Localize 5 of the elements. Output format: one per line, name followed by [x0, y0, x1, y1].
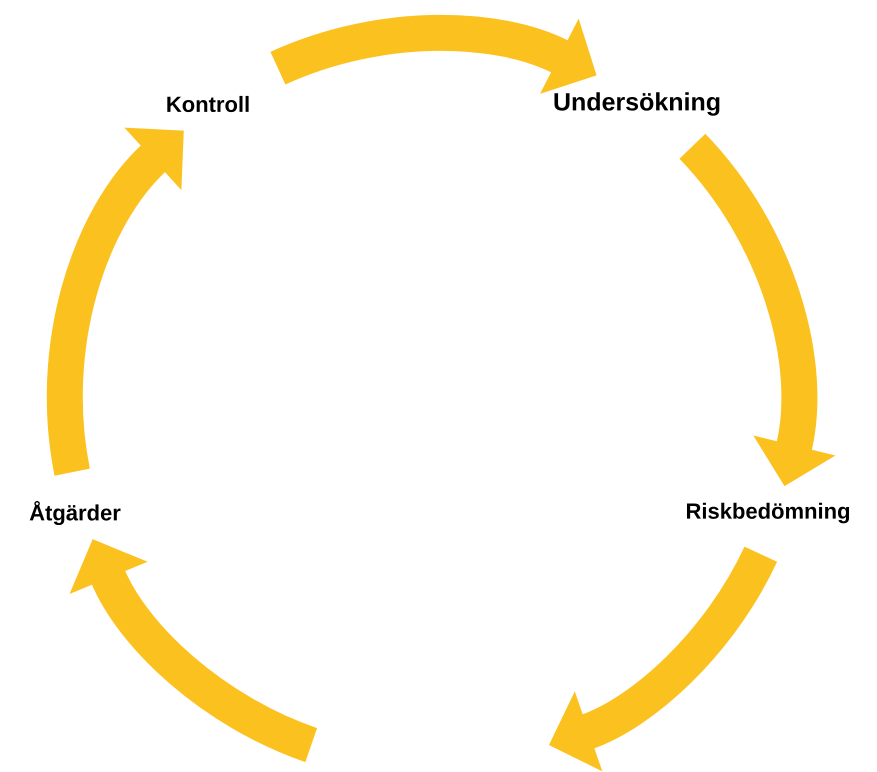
curved-arrow: [47, 128, 184, 475]
step-label: Riskbedömning: [686, 502, 850, 524]
step-label: Åtgärder: [30, 500, 120, 526]
step-label: Kontroll: [167, 96, 249, 112]
step-label: Undersökning: [554, 92, 720, 116]
